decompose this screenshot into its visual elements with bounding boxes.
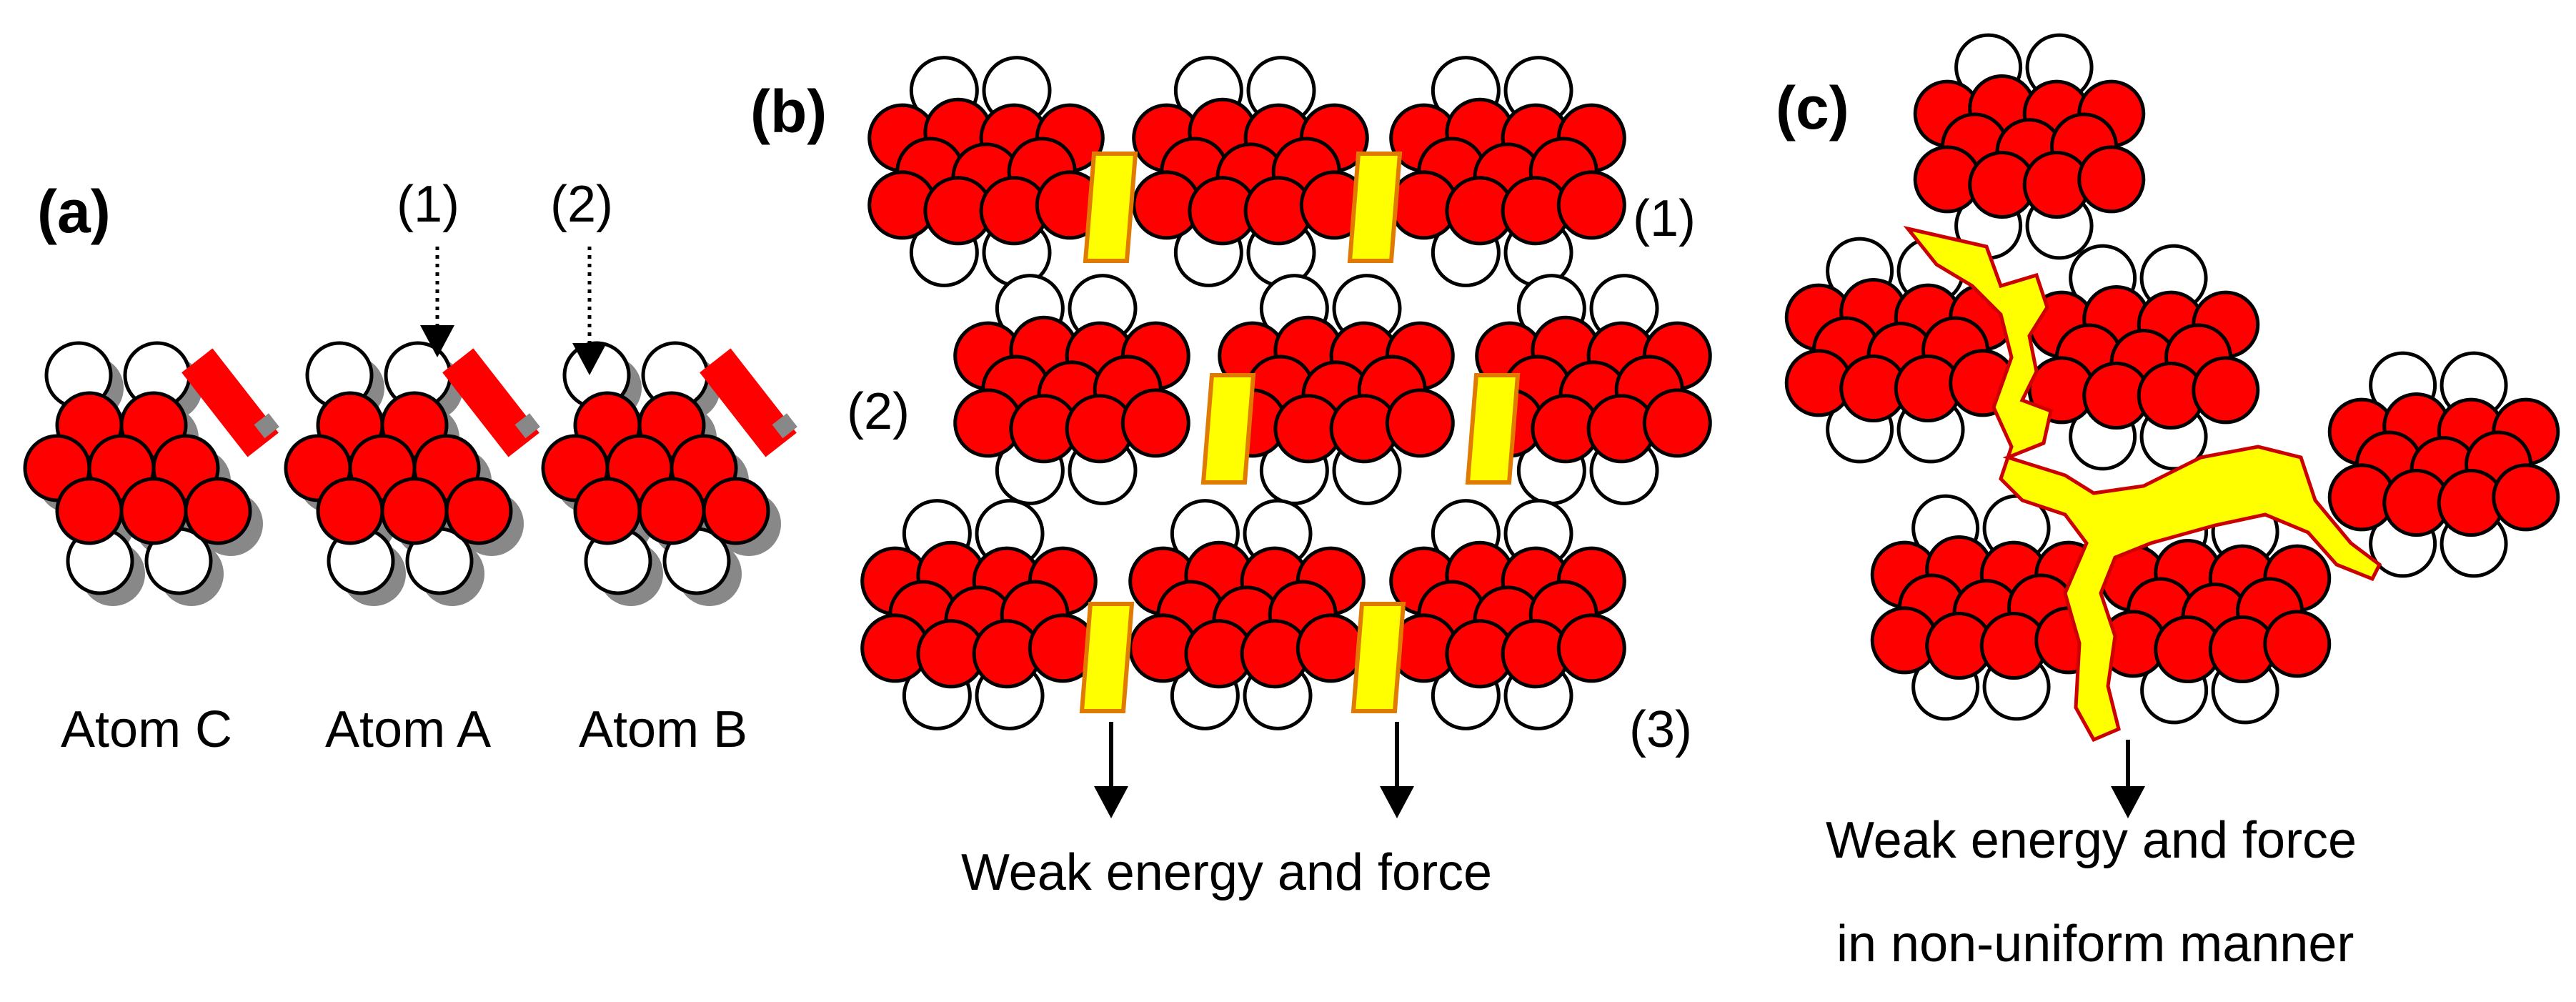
atom-fragment-shadow bbox=[514, 413, 540, 439]
red-atom bbox=[184, 477, 252, 545]
bond-region bbox=[1347, 152, 1403, 263]
atom-b-label: Atom B bbox=[579, 701, 747, 758]
red-atom bbox=[637, 477, 706, 545]
red-atom bbox=[119, 477, 188, 545]
panel-b-row1-label: (1) bbox=[1633, 190, 1696, 247]
panel-c-caption-line1: Weak energy and force bbox=[1826, 812, 2357, 869]
red-atom bbox=[573, 477, 642, 545]
red-atom-fragment bbox=[700, 348, 797, 457]
red-atom bbox=[444, 477, 513, 545]
bond-layer bbox=[1079, 152, 2382, 743]
atom-fragment-shadow bbox=[254, 413, 279, 439]
bond-region bbox=[1079, 602, 1135, 713]
atom-c-label: Atom C bbox=[61, 701, 232, 758]
panel-b-label: (b) bbox=[750, 78, 827, 145]
panel-a-arrow2-head bbox=[572, 343, 607, 375]
red-atom bbox=[1385, 388, 1455, 458]
red-atom-fragment bbox=[442, 348, 539, 457]
red-atom bbox=[1296, 613, 1366, 683]
crack-region bbox=[1903, 225, 2382, 743]
red-atom bbox=[2492, 463, 2560, 532]
bond-region bbox=[1465, 373, 1521, 485]
panel-b-arrow-left-head bbox=[1094, 786, 1128, 818]
red-atom bbox=[316, 477, 384, 545]
panel-b-arrow-right-head bbox=[1380, 786, 1414, 818]
panel-c-caption-line2: in non-uniform manner bbox=[1836, 916, 2354, 973]
panel-b-row2-label: (2) bbox=[847, 383, 910, 440]
red-atom-fragment bbox=[181, 348, 279, 457]
panel-a-label: (a) bbox=[37, 178, 111, 245]
bond-region bbox=[1351, 602, 1406, 713]
panel-a-arrow2-label: (2) bbox=[550, 176, 613, 233]
panel-c-label: (c) bbox=[1776, 74, 1849, 142]
bond-region bbox=[1200, 373, 1256, 485]
atom-layer bbox=[23, 33, 2560, 730]
red-atom bbox=[1642, 388, 1712, 458]
red-atom bbox=[380, 477, 449, 545]
atom-a-label: Atom A bbox=[325, 701, 491, 758]
panel-b-caption: Weak energy and force bbox=[961, 844, 1492, 901]
red-atom bbox=[1120, 388, 1190, 458]
red-atom bbox=[1556, 170, 1626, 240]
panel-a-arrow1-head bbox=[420, 325, 454, 357]
panel-a-arrow1-label: (1) bbox=[397, 176, 459, 233]
red-atom bbox=[55, 477, 124, 545]
red-atom bbox=[2192, 356, 2260, 425]
red-atom bbox=[1556, 613, 1626, 683]
panel-c-arrow-head bbox=[2111, 786, 2145, 818]
red-atom bbox=[2077, 145, 2146, 214]
red-atom bbox=[702, 477, 770, 545]
bond-region bbox=[1083, 152, 1138, 263]
atom-fragment-shadow bbox=[772, 413, 797, 439]
panel-b-row3-label: (3) bbox=[1629, 701, 1692, 758]
red-atom bbox=[2263, 610, 2332, 678]
arrow-layer bbox=[420, 247, 2145, 818]
